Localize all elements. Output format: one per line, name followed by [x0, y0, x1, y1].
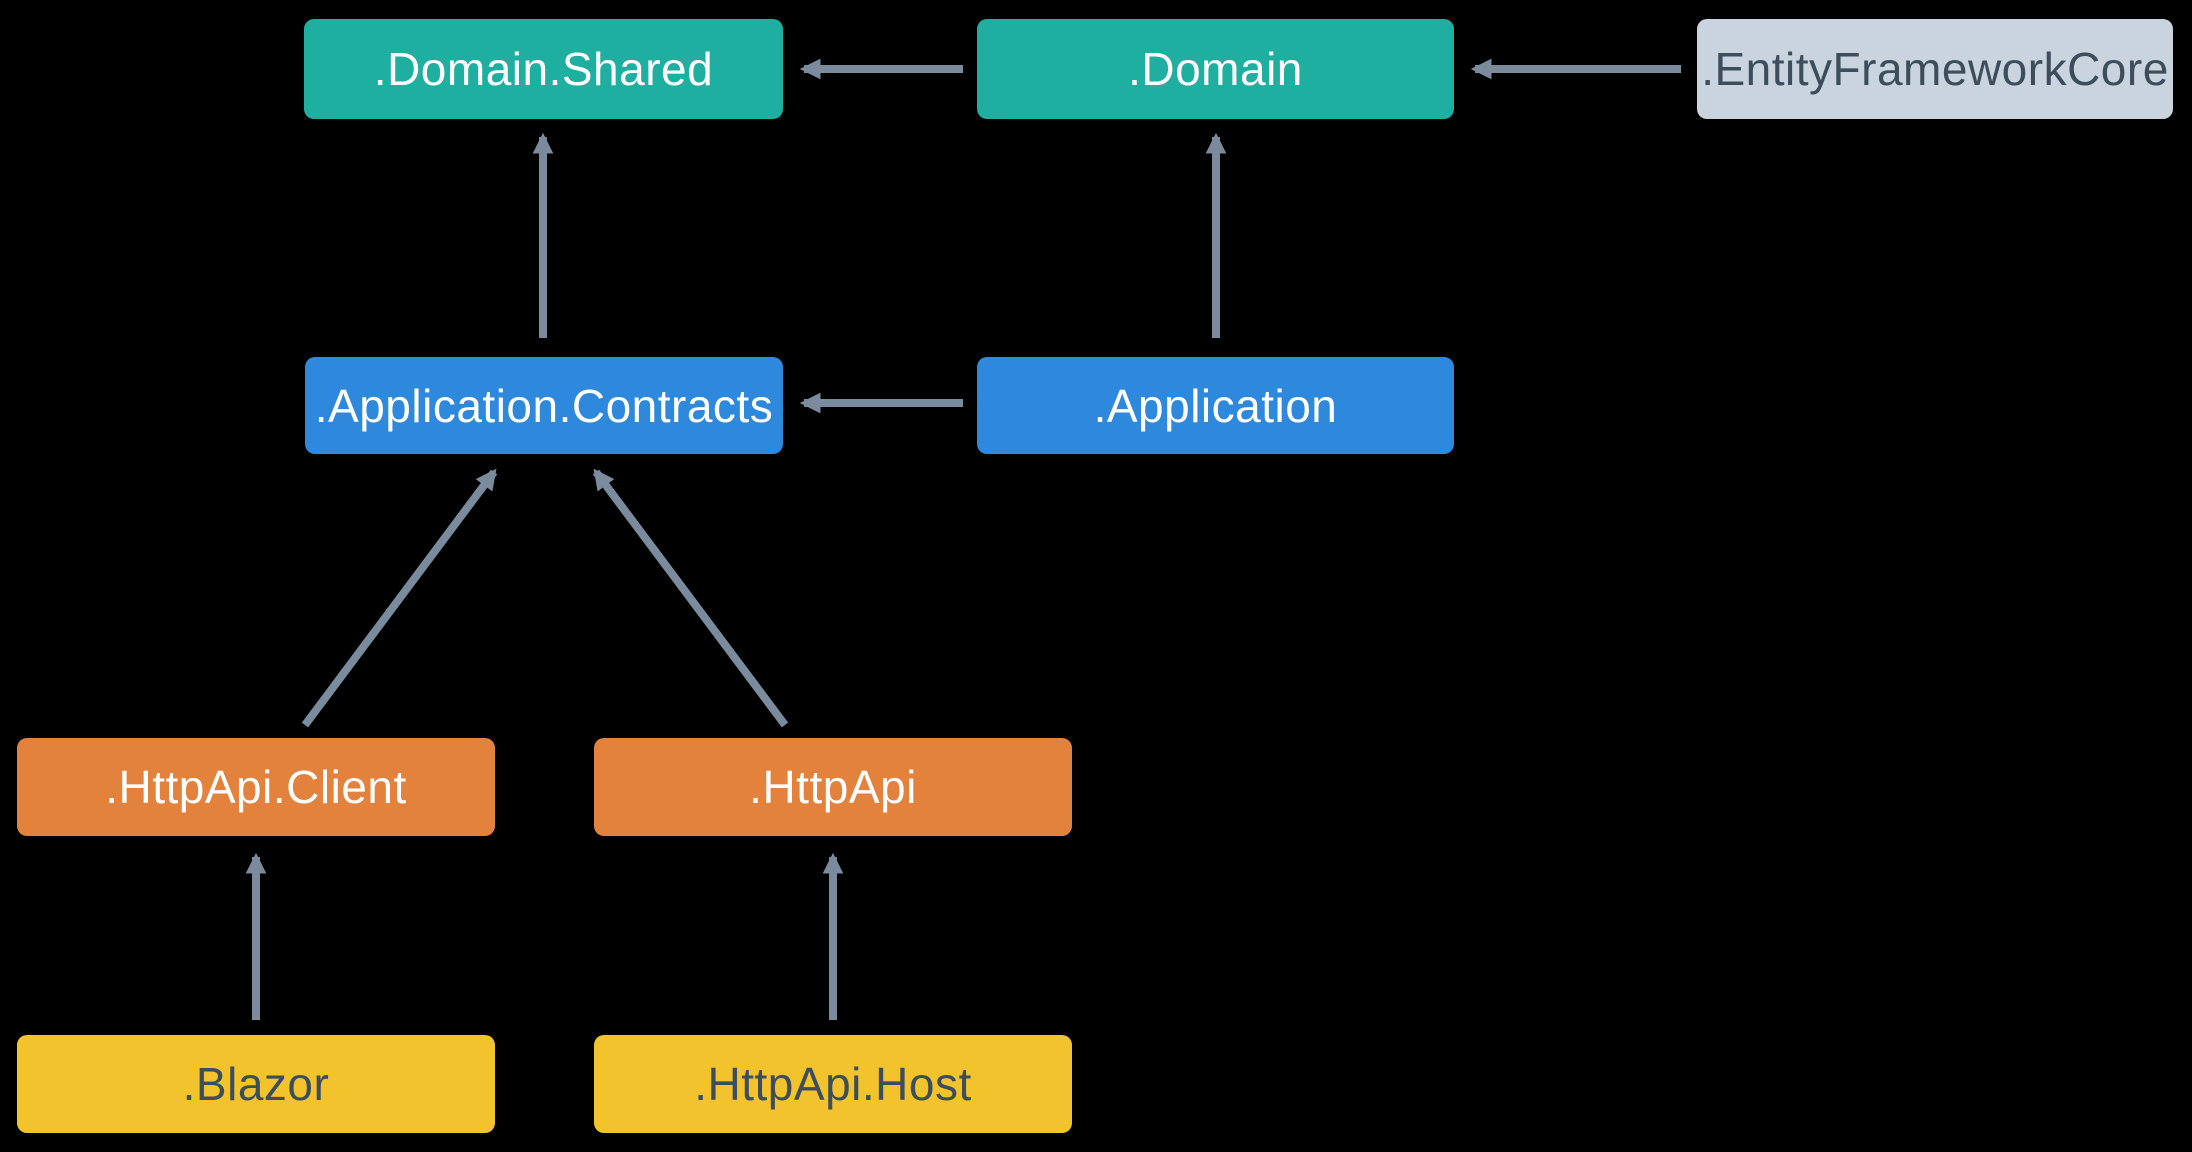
- node-httpapi-host-label: .HttpApi.Host: [694, 1058, 972, 1110]
- node-httpapi-label: .HttpApi: [749, 761, 917, 813]
- node-domain: .Domain: [977, 19, 1454, 119]
- node-httpapi-host: .HttpApi.Host: [594, 1035, 1072, 1133]
- node-blazor: .Blazor: [17, 1035, 495, 1133]
- node-domain-shared: .Domain.Shared: [304, 19, 783, 119]
- node-domain-label: .Domain: [1128, 43, 1303, 95]
- node-entity-framework-core-label: .EntityFrameworkCore: [1701, 43, 2169, 95]
- node-domain-shared-label: .Domain.Shared: [373, 43, 714, 95]
- node-application-contracts: .Application.Contracts: [305, 357, 783, 454]
- node-application-label: .Application: [1093, 379, 1338, 432]
- arrow-httpapi-client-to-contracts: [301, 468, 498, 728]
- node-entity-framework-core: .EntityFrameworkCore: [1697, 19, 2173, 119]
- node-blazor-label: .Blazor: [182, 1058, 330, 1110]
- node-application-contracts-label: .Application.Contracts: [314, 379, 774, 432]
- node-httpapi: .HttpApi: [594, 738, 1072, 836]
- node-httpapi-client-label: .HttpApi.Client: [105, 761, 407, 813]
- arrow-httpapi-to-contracts: [592, 468, 789, 728]
- node-httpapi-client: .HttpApi.Client: [17, 738, 495, 836]
- node-application: .Application: [977, 357, 1454, 454]
